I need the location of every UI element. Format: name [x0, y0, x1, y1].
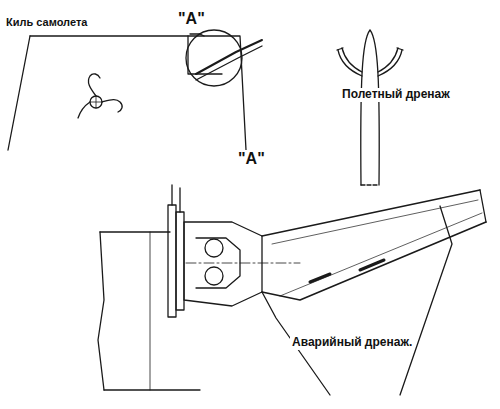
drain-port: [90, 96, 102, 108]
part-name: Киль самолета: [4, 16, 89, 29]
drain-pipe: [196, 46, 262, 80]
mounting-flange: [168, 205, 176, 317]
skin-break-line: [98, 232, 104, 390]
frame-line: [150, 232, 151, 390]
fin-cut: [361, 184, 379, 185]
weld-seam: [310, 260, 384, 282]
fin-leading-edge: [8, 36, 30, 150]
flight-drain-pipe: [338, 48, 362, 76]
pipe-end: [337, 48, 403, 50]
detail-callout: "A": [236, 150, 267, 168]
drain-tube: [102, 100, 122, 112]
part-name: Полетный дренаж: [340, 88, 452, 102]
fin-top-edge: [30, 36, 246, 150]
drain-pipe: [196, 40, 262, 74]
part-name: Аварийный дренаж.: [290, 336, 414, 350]
detail-a-view: [98, 185, 486, 395]
detail-callout: "A": [176, 10, 207, 28]
fin-side-view: [337, 30, 403, 185]
drain-symbol: [78, 74, 122, 118]
leader-line: [200, 34, 204, 36]
detail-circle: [186, 30, 242, 86]
pipe-end: [480, 190, 486, 222]
skin-line: [100, 231, 170, 232]
centre-mark: [90, 96, 102, 108]
flight-drain-pipe: [378, 48, 402, 76]
fin-profile: [361, 30, 379, 185]
skin-line: [104, 389, 200, 390]
gasket: [176, 212, 184, 310]
valve-bolt: [205, 239, 223, 257]
drain-tube: [88, 74, 100, 96]
valve-bolt: [205, 267, 223, 285]
valve-body: [184, 222, 262, 306]
drain-pipe-wall: [262, 222, 486, 300]
drain-tube: [78, 102, 90, 118]
fin-view: [8, 30, 262, 150]
flange-edge: [172, 185, 180, 212]
fin-skin: [400, 206, 452, 395]
axis-line: [186, 263, 300, 264]
leader-line: [190, 33, 200, 34]
